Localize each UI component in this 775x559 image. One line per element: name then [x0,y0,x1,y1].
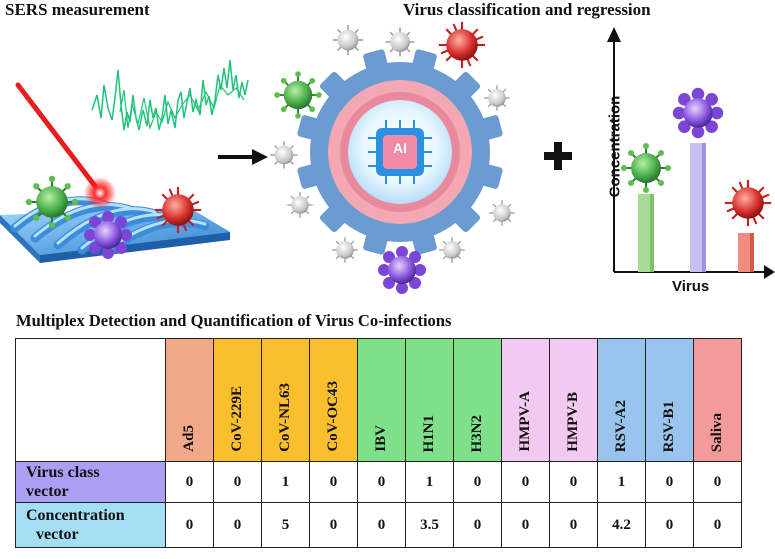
table-cell: 3.5 [405,502,454,548]
chart-xlabel: Virus [672,278,710,295]
table-cell: 0 [549,461,598,503]
table-cell: 0 [693,461,742,503]
column-header-label: RSV-B1 [661,400,677,452]
table-cell: 0 [213,502,262,548]
column-header-rsv-b1: RSV-B1 [645,338,694,462]
table-cell: 5 [261,502,310,548]
table-cell: 1 [405,461,454,503]
table-cell: 0 [165,461,214,503]
column-header-label: H3N2 [469,414,485,453]
column-header-saliva: Saliva [693,338,742,462]
laser-beam [15,82,101,193]
table-corner-cell [15,338,166,462]
chart-ylabel: Concentration [606,95,624,198]
column-header-label: IBV [373,425,389,452]
table-cell: 0 [309,461,358,503]
column-header-cov-nl63: CoV-NL63 [261,338,310,462]
table-cell: 4.2 [597,502,646,548]
table-cell: 0 [357,461,406,503]
table-cell: 0 [645,502,694,548]
laser-spot [84,177,116,209]
column-header-rsv-a2: RSV-A2 [597,338,646,462]
workflow-illustration [0,20,775,294]
concentration-chart [607,27,775,279]
sers-spectrum-line [91,59,249,131]
column-header-h1n1: H1N1 [405,338,454,462]
virus-classification-title: Virus classification and regression [403,0,651,19]
sers-measurement-title: SERS measurement [5,0,150,19]
column-header-label: RSV-A2 [613,399,629,452]
column-header-label: HMPV-A [517,391,533,452]
row-label-line: Virus class [26,464,100,481]
table-cell: 0 [165,502,214,548]
column-header-label: CoV-229E [229,386,245,452]
table-cell: 0 [693,502,742,548]
ai-gear-icon [297,49,503,255]
table-cell: 1 [261,461,310,503]
row-label-virus-class: Virus class vector [15,461,166,503]
column-header-label: Ad5 [181,425,197,452]
table-cell: 0 [357,502,406,548]
table-title: Multiplex Detection and Quantification o… [16,311,452,330]
column-header-hmpv-b: HMPV-B [549,338,598,462]
table-cell: 0 [645,461,694,503]
column-header-ad5: Ad5 [165,338,214,462]
row-label-line: vector [36,526,79,543]
table-cell: 0 [309,502,358,548]
table-cell: 0 [501,502,550,548]
column-header-cov-oc43: CoV-OC43 [309,338,358,462]
column-header-label: Saliva [709,412,725,452]
table-cell: 0 [549,502,598,548]
plus-icon [544,142,572,170]
table-cell: 0 [453,502,502,548]
table-cell: 0 [453,461,502,503]
column-header-label: H1N1 [421,414,437,453]
column-header-label: CoV-OC43 [325,381,341,452]
column-header-cov-229e: CoV-229E [213,338,262,462]
table-cell: 0 [501,461,550,503]
row-label-line: vector [26,483,69,500]
arrow-icon [218,149,268,165]
table-cell: 1 [597,461,646,503]
column-header-h3n2: H3N2 [453,338,502,462]
row-label-line: Concentration [26,507,125,524]
ai-label: AI [393,140,407,156]
table-cell: 0 [213,461,262,503]
column-header-hmpv-a: HMPV-A [501,338,550,462]
column-header-ibv: IBV [357,338,406,462]
column-header-label: CoV-NL63 [277,383,293,452]
column-header-label: HMPV-B [565,392,581,452]
row-label-concentration: Concentration vector [15,502,166,548]
